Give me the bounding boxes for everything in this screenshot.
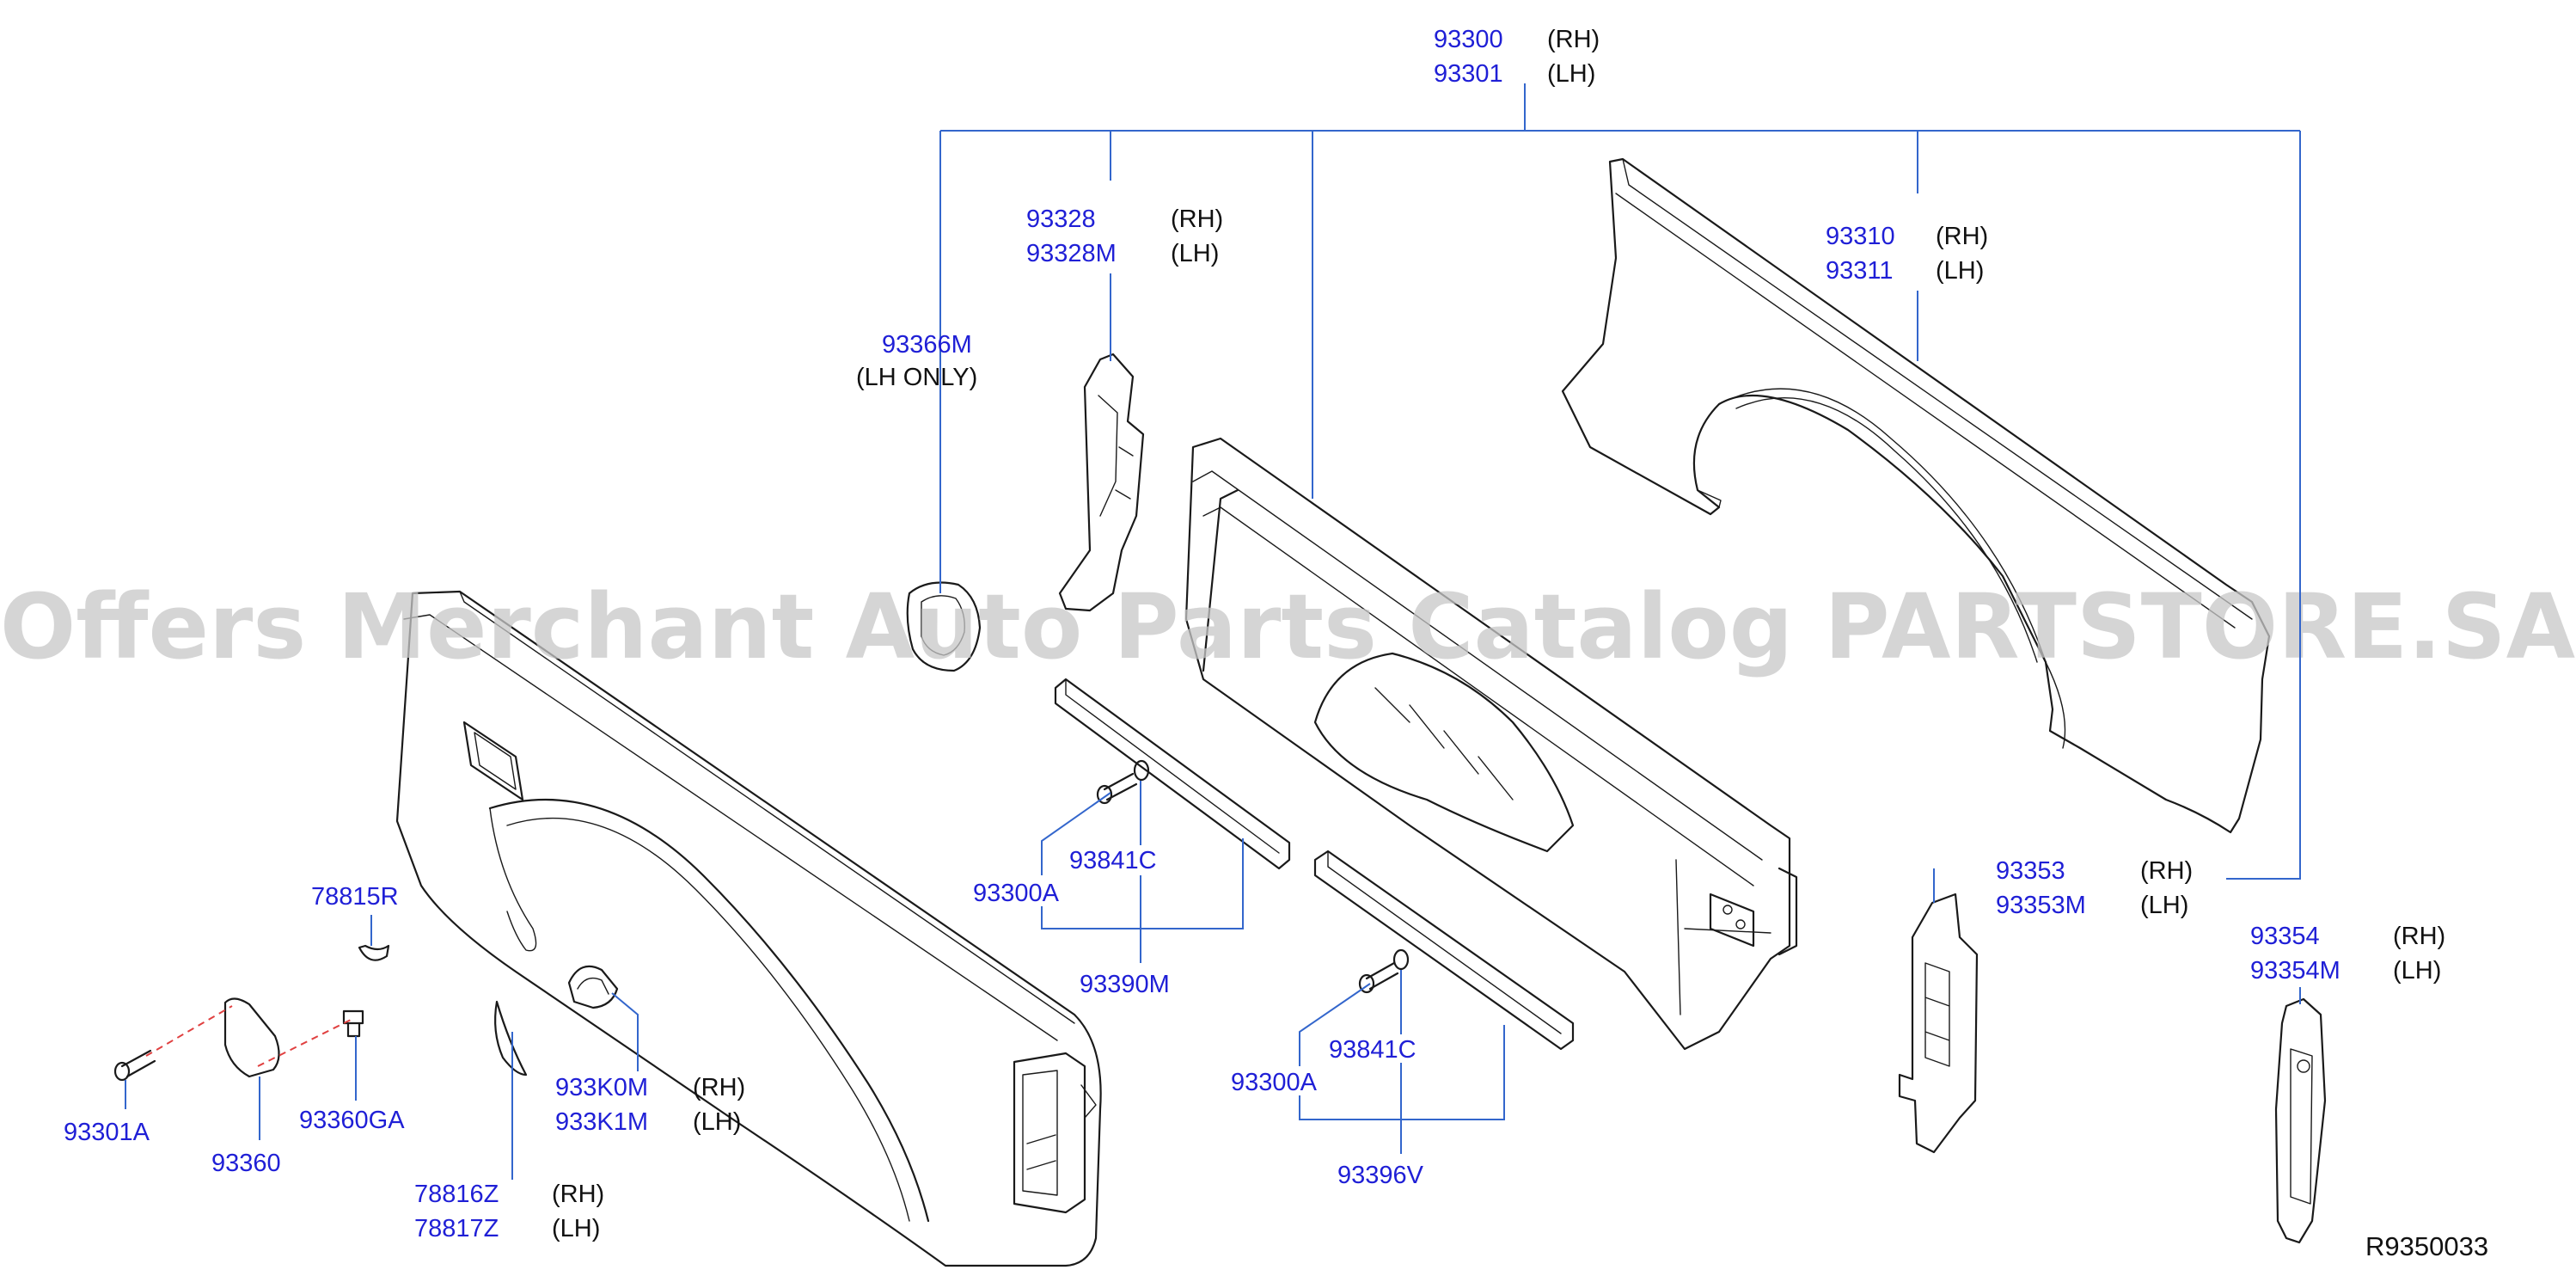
label-93311-side: (LH) [1936, 257, 1984, 285]
label-93354[interactable]: 93354 [2250, 923, 2320, 950]
inner-wheelhouse-panel-93310 [1561, 157, 2271, 834]
label-93841C-lower[interactable]: 93841C [1329, 1036, 1416, 1064]
label-93390M[interactable]: 93390M [1080, 971, 1170, 998]
label-933K0M-side: (RH) [693, 1074, 745, 1101]
washer-93841C-upper [1133, 759, 1150, 782]
label-78817Z[interactable]: 78817Z [414, 1215, 499, 1242]
wheel-arch-strip-78816Z [494, 1000, 528, 1077]
label-93360GA[interactable]: 93360GA [299, 1107, 405, 1134]
label-93841C-upper[interactable]: 93841C [1069, 847, 1157, 874]
label-933K0M[interactable]: 933K0M [555, 1074, 648, 1101]
label-933K1M-side: (LH) [693, 1108, 741, 1136]
label-93300A-upper[interactable]: 93300A [973, 880, 1060, 907]
grommet-93366M [906, 581, 982, 672]
label-93354-side: (RH) [2393, 923, 2445, 950]
label-93310[interactable]: 93310 [1826, 223, 1895, 250]
front-bracket-93328 [1058, 353, 1145, 612]
label-93328-side: (RH) [1171, 206, 1223, 233]
side-rail-93390M [1054, 678, 1291, 870]
label-93328M-side: (LH) [1171, 240, 1219, 267]
label-93311[interactable]: 93311 [1826, 257, 1894, 285]
label-93328[interactable]: 93328 [1026, 206, 1096, 233]
label-93396V[interactable]: 93396V [1337, 1162, 1424, 1189]
outer-bed-side-panel [395, 590, 1102, 1267]
washer-93841C-lower [1392, 948, 1410, 971]
label-78816Z[interactable]: 78816Z [414, 1181, 499, 1208]
screw-93301A [113, 1049, 156, 1082]
label-93366M[interactable]: 93366M [882, 331, 972, 359]
label-93353M-side: (LH) [2140, 892, 2188, 919]
label-93301-side: (LH) [1547, 60, 1595, 88]
fuel-lid-dash-line [145, 1005, 353, 1067]
label-93353M[interactable]: 93353M [1996, 892, 2086, 919]
watermark: Offers Merchant Auto Parts Catalog PARTS… [0, 574, 2575, 679]
bed-inner-panel [1184, 437, 1798, 1051]
label-78815R[interactable]: 78815R [311, 883, 399, 911]
label-93301A[interactable]: 93301A [64, 1119, 150, 1146]
bolt-93300A-lower [1358, 961, 1399, 994]
label-93300-side: (RH) [1547, 26, 1600, 53]
rear-bracket-93353 [1898, 893, 1979, 1154]
label-93354M[interactable]: 93354M [2250, 957, 2340, 985]
label-93300[interactable]: 93300 [1434, 26, 1503, 53]
label-93353[interactable]: 93353 [1996, 857, 2065, 885]
label-93328M[interactable]: 93328M [1026, 240, 1117, 267]
label-78817Z-side: (LH) [552, 1215, 600, 1242]
label-93310-side: (RH) [1936, 223, 1988, 250]
clip-78815R [358, 944, 390, 961]
label-93301[interactable]: 93301 [1434, 60, 1503, 88]
labels: 93300 (RH) 93301 (LH) 93328 (RH) 93328M … [64, 26, 2488, 1261]
label-93300A-lower[interactable]: 93300A [1231, 1069, 1318, 1096]
clip-93360GA [342, 1009, 364, 1038]
label-93360[interactable]: 93360 [211, 1150, 281, 1177]
rear-bracket-93354 [2274, 997, 2327, 1244]
leader-lines [125, 83, 2301, 1180]
label-93354M-side: (LH) [2393, 957, 2441, 985]
label-93366M-side: (LH ONLY) [856, 364, 977, 391]
bolt-93300A-upper [1096, 772, 1138, 805]
side-rail-93396V [1313, 850, 1575, 1051]
label-78816Z-side: (RH) [552, 1181, 604, 1208]
label-933K1M[interactable]: 933K1M [555, 1108, 648, 1136]
label-93353-side: (RH) [2140, 857, 2193, 885]
fuel-filler-lid-93360 [223, 997, 280, 1078]
fender-bracket-933K0M [567, 965, 619, 1009]
diagram-reference: R9350033 [2365, 1231, 2488, 1261]
line-art [113, 157, 2327, 1267]
